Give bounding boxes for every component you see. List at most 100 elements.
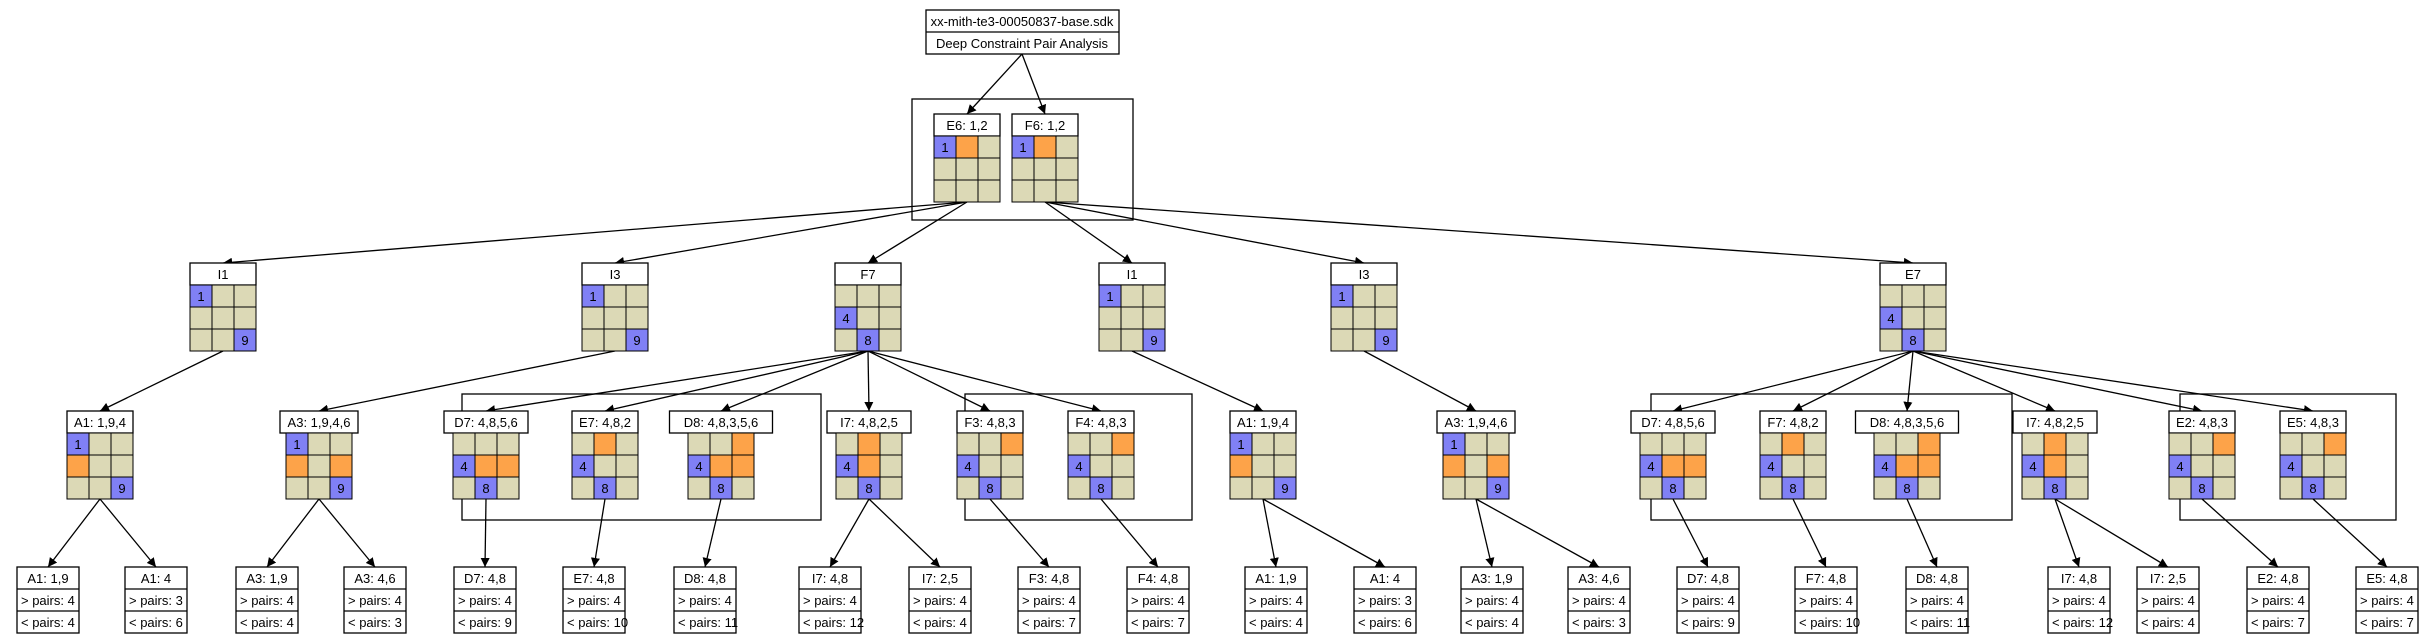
grid-node-title: D8: 4,8,3,5,6 [1870, 415, 1944, 430]
grid-cell [329, 432, 353, 456]
grid-cell [211, 328, 235, 352]
leaf-box [1244, 566, 1308, 634]
grid-cell [571, 476, 595, 500]
grid-cell [2279, 432, 2303, 456]
grid-cell [879, 454, 903, 478]
cell-digit: 8 [864, 333, 871, 348]
cell-digit: 9 [1382, 333, 1389, 348]
grid-cell [977, 157, 1001, 181]
leaf-node: A1: 1,9> pairs: 4< pairs: 4 [16, 566, 80, 634]
grid-cell [1917, 476, 1941, 500]
cell-digit: 4 [842, 311, 849, 326]
cell-digit: 9 [241, 333, 248, 348]
grid-node: A1: 1,9,419 [66, 410, 134, 500]
grid-cell [307, 432, 331, 456]
tree-edge [99, 350, 224, 412]
grid-cell [1781, 454, 1805, 478]
given-cell [1067, 454, 1091, 478]
tree-edge [1262, 498, 1279, 568]
tree-edge [1021, 53, 1046, 115]
grid-cell [835, 432, 859, 456]
grid-cell [1352, 306, 1376, 330]
given-cell [2279, 454, 2303, 478]
leaf-less-pairs: < pairs: 4 [2141, 615, 2195, 630]
grid-cell [581, 306, 605, 330]
grid-cell [2168, 476, 2192, 500]
grid-cell [856, 306, 880, 330]
given-cell [834, 306, 858, 330]
leaf-greater-pairs: > pairs: 4 [1249, 593, 1303, 608]
given-cell [474, 476, 498, 500]
leaf-title: D7: 4,8 [464, 571, 506, 586]
grid-cell [856, 284, 880, 308]
grid-cell [1111, 454, 1135, 478]
grid-cell [2065, 454, 2089, 478]
given-cell [978, 476, 1002, 500]
grid-node-title: A3: 1,9,4,6 [1445, 415, 1508, 430]
grid-cell [615, 454, 639, 478]
tree-edge [614, 201, 968, 266]
candidate-cell [1229, 454, 1253, 478]
grid-cell [1055, 157, 1079, 181]
cell-digit: 8 [1903, 481, 1910, 496]
grid-node: I7: 4,8,2,548 [826, 410, 912, 500]
leaf-less-pairs: < pairs: 4 [1465, 615, 1519, 630]
cell-digit: 4 [843, 459, 850, 474]
grid-cell [307, 476, 331, 500]
cell-digit: 8 [1909, 333, 1916, 348]
candidate-cell [474, 454, 498, 478]
grid-cell [1879, 284, 1903, 308]
grid-node-title: I1 [1127, 267, 1138, 282]
grid-cell [1895, 432, 1919, 456]
grid-cell [1374, 306, 1398, 330]
leaf-box [2136, 566, 2200, 634]
grid-cell [615, 432, 639, 456]
grid-cell [2065, 476, 2089, 500]
file-name: xx-mith-te3-00050837-base.sdk [931, 14, 1114, 29]
tree-edge [1262, 498, 1386, 568]
leaf-greater-pairs: > pairs: 4 [348, 593, 402, 608]
grid-cell [933, 179, 957, 203]
grid-node: A3: 1,9,4,619 [1436, 410, 1516, 500]
given-cell [233, 328, 257, 352]
grid-cell [307, 454, 331, 478]
grid-cell [1759, 476, 1783, 500]
leaf-greater-pairs: > pairs: 4 [567, 593, 621, 608]
cell-digit: 4 [695, 459, 702, 474]
grid-cell [933, 157, 957, 181]
cell-digit: 8 [2051, 481, 2058, 496]
grid-cell [88, 454, 112, 478]
tree-edge [1903, 350, 1914, 412]
cell-digit: 9 [1281, 481, 1288, 496]
leaf-less-pairs: < pairs: 10 [1799, 615, 1860, 630]
tree-edge [2312, 498, 2388, 568]
cell-digit: 8 [1789, 481, 1796, 496]
grid-node: A3: 1,9,4,619 [279, 410, 359, 500]
grid-cell [2212, 476, 2236, 500]
leaf-box [1460, 566, 1524, 634]
grid-node-title: F7: 4,8,2 [1767, 415, 1818, 430]
grid-node-title: E6: 1,2 [946, 118, 987, 133]
grid-node-title: E7: 4,8,2 [579, 415, 631, 430]
grid-cell [2190, 432, 2214, 456]
given-cell [571, 454, 595, 478]
leaf-box [2246, 566, 2310, 634]
grid-node: E5: 4,8,348 [2279, 410, 2347, 500]
leaf-title: A3: 4,6 [354, 571, 395, 586]
grid-node: E7: 4,8,248 [571, 410, 639, 500]
leaf-title: A3: 1,9 [1471, 571, 1512, 586]
cell-digit: 9 [633, 333, 640, 348]
grid-cell [1120, 328, 1144, 352]
grid-cell [211, 306, 235, 330]
grid-cell [879, 432, 903, 456]
given-cell [1661, 476, 1685, 500]
leaf-title: D8: 4,8 [684, 571, 726, 586]
cell-digit: 4 [1075, 459, 1082, 474]
given-cell [856, 328, 880, 352]
leaf-node: A1: 4> pairs: 3< pairs: 6 [1353, 566, 1417, 634]
leaf-box [343, 566, 407, 634]
grid-cell [1803, 454, 1827, 478]
cell-digit: 4 [2176, 459, 2183, 474]
cell-digit: 1 [1106, 289, 1113, 304]
